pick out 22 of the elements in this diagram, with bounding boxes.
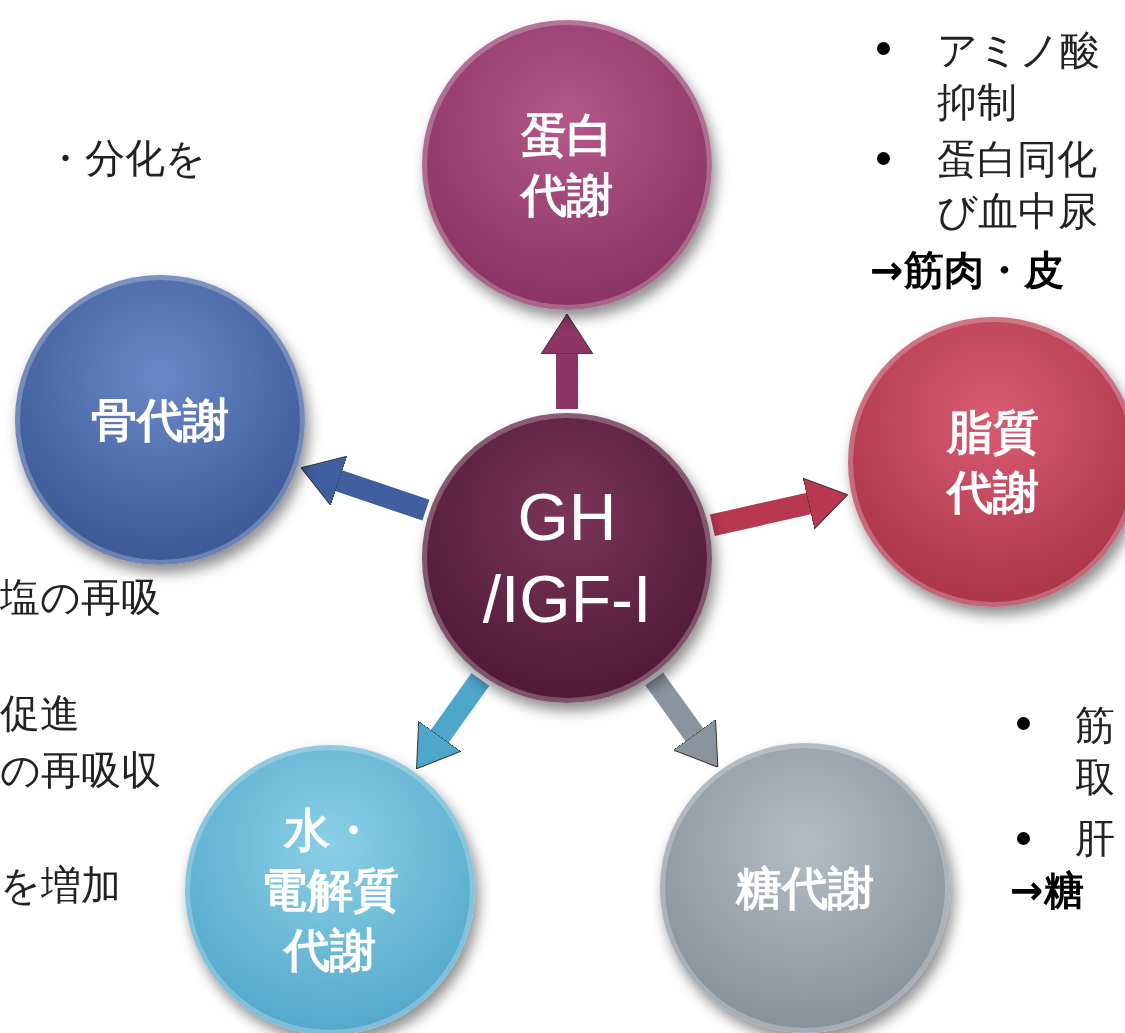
note-text: 促進 bbox=[0, 689, 80, 738]
note-text: ・分化を bbox=[45, 134, 206, 183]
note-text: び血中尿 bbox=[937, 187, 1098, 236]
note-text: アミノ酸 bbox=[937, 26, 1100, 75]
circle-label: 糖代謝 bbox=[736, 860, 874, 917]
circle-label: 脂質代謝 bbox=[947, 404, 1039, 521]
block-arrow bbox=[709, 477, 851, 536]
circle-label: 水・電解質代謝 bbox=[261, 802, 399, 979]
circle-label: 蛋白代謝 bbox=[521, 107, 613, 224]
note-text: →筋肉・皮 bbox=[870, 246, 1064, 295]
note-text: 肝 bbox=[1075, 814, 1115, 863]
note-text: 蛋白同化 bbox=[937, 135, 1097, 184]
note-text: の再吸収 bbox=[0, 746, 161, 795]
note-text: 塩の再吸 bbox=[0, 573, 161, 622]
note-text: 取 bbox=[1075, 753, 1115, 802]
note-text: 抑制 bbox=[937, 78, 1017, 127]
note-text: を増加 bbox=[0, 861, 121, 910]
note-text: →糖 bbox=[1010, 866, 1084, 915]
block-arrow bbox=[540, 313, 594, 409]
circle-label: GH /IGF-I bbox=[481, 479, 653, 638]
circle-label: 骨代謝 bbox=[91, 392, 229, 449]
note-text: 筋 bbox=[1075, 701, 1115, 750]
